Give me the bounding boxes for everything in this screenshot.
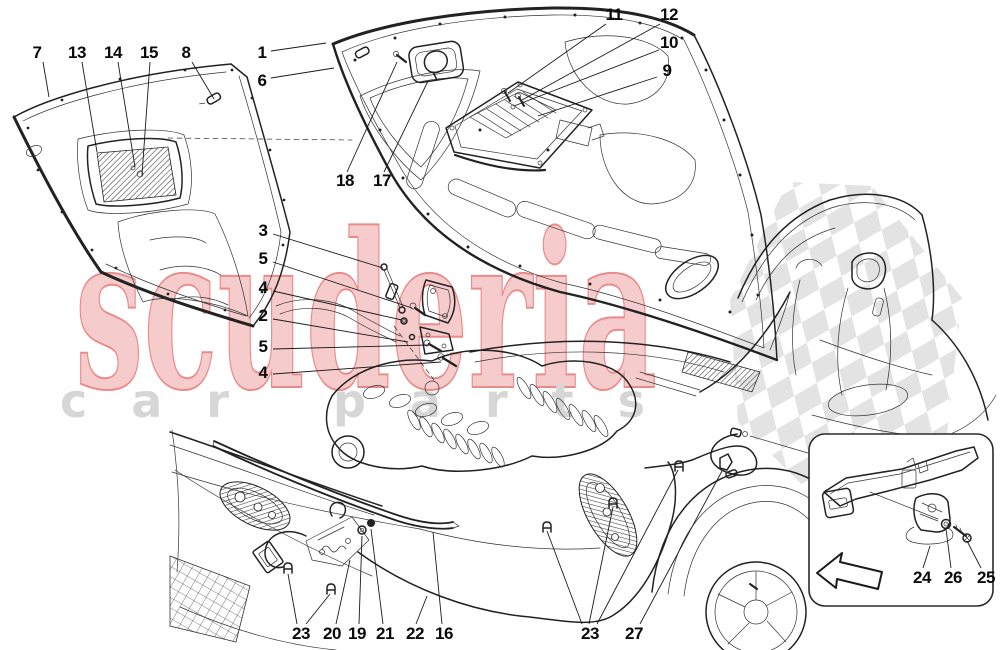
watermark-brand-text: scuderia bbox=[75, 187, 657, 438]
leader-line-20 bbox=[335, 559, 351, 625]
leader-line-5 bbox=[272, 344, 429, 350]
leader-line-26 bbox=[945, 528, 952, 569]
leader-line-24 bbox=[922, 545, 931, 569]
leader-line-12 bbox=[521, 23, 661, 101]
leader-line-1 bbox=[270, 42, 327, 52]
insulation-panel-drawing bbox=[12, 63, 353, 328]
leader-line-15 bbox=[141, 61, 151, 176]
leader-line-13 bbox=[81, 61, 98, 153]
leader-line-14 bbox=[117, 61, 136, 168]
leader-line-5 bbox=[272, 261, 413, 309]
leader-line-10 bbox=[513, 49, 660, 107]
leader-line-23 bbox=[287, 573, 298, 625]
leader-line-9 bbox=[537, 76, 658, 117]
inset-crossmember-drawing bbox=[821, 446, 979, 520]
watermark: scuderia car parts bbox=[60, 186, 658, 439]
leader-line-3 bbox=[272, 233, 384, 269]
leader-line-22 bbox=[415, 595, 428, 625]
leader-line-19 bbox=[358, 535, 363, 625]
leader-line-23 bbox=[596, 469, 679, 625]
direction-arrow bbox=[816, 552, 883, 590]
leader-line-18 bbox=[346, 61, 398, 173]
leader-line-6 bbox=[270, 67, 335, 79]
detail-inset-box bbox=[808, 433, 994, 607]
leader-line-17 bbox=[383, 80, 429, 173]
leader-line-8 bbox=[191, 61, 215, 100]
leader-line-7 bbox=[42, 61, 50, 98]
leader-line-2 bbox=[272, 318, 409, 343]
leader-line-21 bbox=[370, 528, 384, 625]
leader-line-23 bbox=[588, 506, 614, 625]
leader-line-23 bbox=[305, 593, 331, 625]
leader-line-16 bbox=[432, 531, 443, 625]
leader-line-25 bbox=[966, 540, 982, 569]
leader-line-4 bbox=[272, 361, 442, 375]
leader-line-23 bbox=[546, 530, 583, 625]
inset-lock-striker-drawing bbox=[905, 493, 972, 545]
leader-line-27 bbox=[639, 470, 723, 625]
leader-line-11 bbox=[507, 23, 607, 94]
leader-line-4 bbox=[272, 290, 403, 321]
hood-drawing bbox=[331, 6, 779, 362]
engine-bay-drawing bbox=[169, 291, 809, 650]
